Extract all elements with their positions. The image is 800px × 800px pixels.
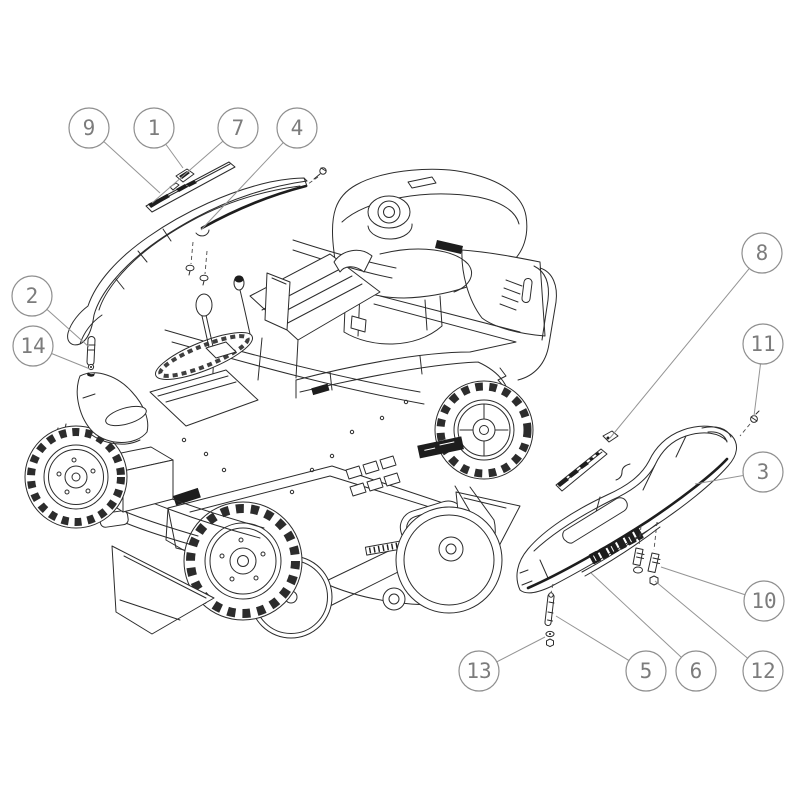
- control-levers: [195, 275, 409, 495]
- balloon-number-6: 6: [690, 659, 703, 683]
- callout-8: 8: [609, 232, 783, 439]
- balloon-circle-14: [12, 325, 54, 367]
- callout-10: 10: [660, 566, 785, 622]
- engine-brand-decal: [435, 240, 463, 254]
- seat-mount-screws: [185, 241, 209, 286]
- anti-scalp-roller: [382, 587, 406, 611]
- part-pin-and-washer: [86, 336, 96, 377]
- far-left-wheel: [24, 425, 128, 529]
- fuel-cap: [367, 195, 411, 229]
- balloon-number-11: 11: [750, 332, 775, 356]
- balloon-circle-3: [742, 451, 784, 493]
- right-drive-wheel: [434, 380, 534, 480]
- right-mounting-hardware: [544, 410, 760, 648]
- balloon-number-14: 14: [20, 334, 45, 358]
- balloon-number-3: 3: [757, 460, 770, 484]
- cowl-opening: [105, 405, 147, 427]
- balloon-circle-8: [741, 232, 783, 274]
- callout-9: 9: [68, 107, 161, 194]
- front-cowl-console: [76, 369, 259, 473]
- callout-11: 11: [742, 323, 784, 417]
- leader-line-8: [609, 252, 763, 439]
- callout-7: 7: [151, 107, 259, 204]
- balloon-number-10: 10: [751, 589, 776, 613]
- balloon-circle-5: [625, 650, 667, 692]
- balloon-number-13: 13: [466, 659, 491, 683]
- balloon-circle-4: [276, 107, 318, 149]
- leader-line-12: [654, 580, 764, 672]
- part-side-panel: [516, 425, 737, 594]
- balloon-number-7: 7: [232, 116, 245, 140]
- balloon-circle-2: [11, 275, 53, 317]
- callout-5: 5: [555, 615, 667, 692]
- panel-logo-decal: [588, 528, 644, 565]
- balloon-circle-7: [217, 107, 259, 149]
- lever-knob: [195, 293, 213, 317]
- callout-layer: 9 1 7 4 2 14 8 11 3 10 12 6 5 13: [11, 107, 785, 692]
- balloon-number-12: 12: [750, 659, 775, 683]
- part-side-decal-strip: [555, 430, 619, 492]
- balloon-circle-6: [675, 650, 717, 692]
- rear-body-panel: [461, 249, 557, 381]
- left-drive-wheel: [183, 501, 303, 621]
- callout-3: 3: [694, 451, 784, 493]
- balloon-number-1: 1: [148, 116, 161, 140]
- callout-14: 14: [12, 325, 91, 370]
- part-fender-panel: [67, 167, 327, 346]
- balloon-number-4: 4: [291, 116, 304, 140]
- mower-line-art: [24, 161, 760, 648]
- leader-line-6: [590, 572, 697, 672]
- leader-line-4: [200, 127, 298, 231]
- discharge-deflector: [111, 545, 215, 635]
- balloon-circle-1: [133, 107, 175, 149]
- balloon-circle-10: [743, 580, 785, 622]
- deck-caster-wheel: [382, 485, 503, 614]
- balloon-number-9: 9: [83, 116, 96, 140]
- balloon-number-2: 2: [26, 284, 39, 308]
- callout-13: 13: [458, 636, 546, 692]
- balloon-circle-9: [68, 107, 110, 149]
- callout-2: 2: [11, 275, 90, 348]
- callout-4: 4: [200, 107, 318, 231]
- callout-6: 6: [590, 572, 717, 692]
- callout-1: 1: [133, 107, 184, 169]
- panel-handle-slot: [562, 497, 628, 544]
- balloon-circle-11: [742, 323, 784, 365]
- balloon-circle-12: [742, 650, 784, 692]
- balloon-number-5: 5: [640, 659, 653, 683]
- callout-12: 12: [654, 580, 784, 692]
- balloon-number-8: 8: [756, 241, 769, 265]
- balloon-circle-13: [458, 650, 500, 692]
